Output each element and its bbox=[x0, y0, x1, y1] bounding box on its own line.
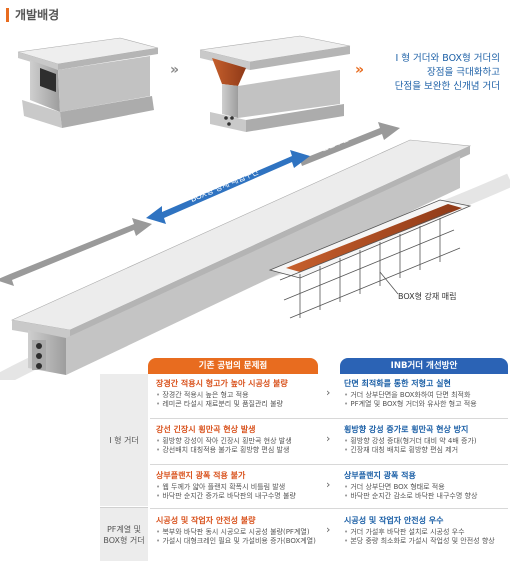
box-region-arrow bbox=[146, 150, 310, 224]
row2-solution-item: 횡방향 강성 증대(형거더 대비 약 4배 증가) bbox=[344, 437, 476, 446]
row2-problem: 강선 긴장시 횡만곡 현상 발생 횡방향 강성이 작아 긴장시 횡만곡 현상 발… bbox=[156, 424, 292, 455]
row2-solution: 횡방향 강성 증가로 횡만곡 현상 방지 횡방향 강성 증대(형거더 대비 약 … bbox=[344, 424, 477, 455]
svg-text:»: » bbox=[170, 62, 178, 78]
row1-solution-title: 단면 최적화를 통한 저형고 실현 bbox=[344, 379, 451, 388]
row3-solution-item: 거더 상부단면 BOX 형태로 적용 bbox=[344, 483, 477, 492]
callout-line-1: I 형 거더와 BOX형 거더의 bbox=[395, 53, 500, 64]
row1-problem-item: 장경간 적용시 높은 형고 적용 bbox=[156, 391, 288, 400]
rebar-cage-label: BOX형 강재 매립 bbox=[398, 292, 457, 301]
row2-solution-item: 긴장재 대칭 배치로 횡방향 편심 제거 bbox=[344, 446, 477, 455]
row3-problem: 상부플랜지 광폭 적용 불가 웹 두께가 얇아 플랜지 확폭시 비틀림 발생 바… bbox=[156, 470, 296, 501]
row-separator bbox=[150, 464, 508, 465]
row4-solution: 시공성 및 작업자 안전성 우수 거더 가설후 바닥판 설치로 시공성 우수 본… bbox=[344, 515, 495, 546]
girder-illustration: » » bbox=[0, 35, 510, 380]
row1-solution-item: PF계열 및 BOX형 거더와 유사한 형고 적용 bbox=[344, 400, 476, 409]
section-title: 개발배경 bbox=[15, 8, 60, 22]
row2-arrow-icon: › bbox=[326, 432, 331, 445]
row4-arrow-icon: › bbox=[326, 523, 331, 536]
header-inb-improvements: INB거더 개선방안 bbox=[340, 358, 508, 374]
general-span-left-arrow bbox=[0, 218, 152, 286]
general-span-right-arrow bbox=[300, 122, 400, 166]
row2-problem-item: 강선배치 대칭적용 불가로 횡방향 편심 발생 bbox=[156, 446, 292, 455]
row1-problem-title: 장경간 적용시 형고가 높아 시공성 불량 bbox=[156, 379, 288, 388]
section-heading: 개발배경 bbox=[6, 6, 59, 23]
row1-problem: 장경간 적용시 형고가 높아 시공성 불량 장경간 적용시 높은 형고 적용 레… bbox=[156, 378, 288, 409]
row1-solution: 단면 최적화를 통한 저형고 실현 거더 상부단면을 BOX화하여 단면 최적화… bbox=[344, 378, 477, 409]
row1-problem-item: 레미콘 타설시 재료분리 및 품질관리 불량 bbox=[156, 400, 288, 409]
inb-girder-model bbox=[199, 35, 351, 132]
header-existing-problems: 기존 공법의 문제점 bbox=[148, 358, 318, 374]
row4-problem-item: 가설시 대형크레인 필요 및 가설비용 증가(BOX계열) bbox=[156, 537, 315, 546]
row3-problem-item: 바닥판 순지간 증가로 바닥판의 내구수명 불량 bbox=[156, 492, 296, 501]
row4-solution-item: 거더 가설후 바닥판 설치로 시공성 우수 bbox=[344, 528, 495, 537]
row2-problem-title: 강선 긴장시 횡만곡 현상 발생 bbox=[156, 425, 256, 434]
group2-text: PF계열 및 BOX형 거더 bbox=[103, 524, 145, 545]
row1-arrow-icon: › bbox=[326, 386, 331, 399]
callout-line-3: 단점을 보완한 신개념 거더 bbox=[394, 81, 500, 92]
row2-problem-item: 횡방향 강성이 작아 긴장시 횡만곡 현상 발생 bbox=[156, 437, 291, 446]
row2-solution-title: 횡방향 강성 증가로 횡만곡 현상 방지 bbox=[344, 425, 469, 434]
row3-problem-title: 상부플랜지 광폭 적용 불가 bbox=[156, 471, 246, 480]
concept-callout: I 형 거더와 BOX형 거더의 장점을 극대화하고 단점을 보완한 신개념 거… bbox=[375, 52, 500, 94]
row-separator bbox=[150, 508, 508, 509]
row3-solution-title: 상부플랜지 광폭 적용 bbox=[344, 471, 416, 480]
row3-problem-item: 웹 두께가 얇아 플랜지 확폭시 비틀림 발생 bbox=[156, 483, 296, 492]
row4-solution-title: 시공성 및 작업자 안전성 우수 bbox=[344, 516, 444, 525]
group-label-pf-box: PF계열 및 BOX형 거더 bbox=[100, 507, 148, 561]
group1-text: I 형 거더 bbox=[109, 435, 139, 445]
row4-problem-title: 시공성 및 작업자 안전성 불량 bbox=[156, 516, 256, 525]
row3-solution: 상부플랜지 광폭 적용 거더 상부단면 BOX 형태로 적용 바닥판 순지간 감… bbox=[344, 470, 477, 501]
row4-solution-item: 본당 중량 최소화로 가설시 작업성 및 안전성 향상 bbox=[344, 537, 494, 546]
row-separator bbox=[150, 418, 508, 419]
group-label-i-girder: I 형 거더 bbox=[100, 374, 148, 506]
row4-problem-item: 복부와 바닥판 동시 시공으로 시공성 불량(PF계열) bbox=[156, 528, 316, 537]
callout-line-2: 장점을 극대화하고 bbox=[427, 67, 500, 78]
rebar-cage-model bbox=[268, 199, 472, 319]
i-girder-model bbox=[17, 37, 159, 128]
svg-text:»: » bbox=[355, 62, 364, 78]
row4-problem: 시공성 및 작업자 안전성 불량 복부와 바닥판 동시 시공으로 시공성 불량(… bbox=[156, 515, 316, 546]
heading-accent-bar bbox=[6, 7, 9, 22]
row1-solution-item: 거더 상부단면을 BOX화하여 단면 최적화 bbox=[344, 391, 477, 400]
row3-solution-item: 바닥판 순지간 감소로 바닥판 내구수명 향상 bbox=[344, 492, 477, 501]
row3-arrow-icon: › bbox=[326, 478, 331, 491]
long-girder-model bbox=[10, 139, 472, 375]
